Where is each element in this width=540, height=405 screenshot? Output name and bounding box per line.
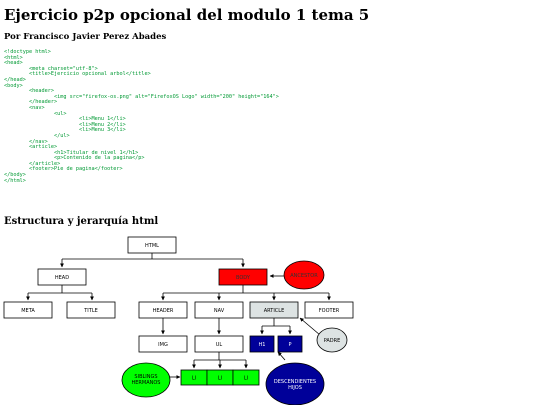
annotation-padre: PADRE <box>316 327 348 353</box>
node-footer: FOOTER <box>304 301 354 319</box>
node-ul: UL <box>194 335 244 353</box>
annotation-ancestor: ANCESTOR <box>283 260 325 290</box>
node-head: HEAD <box>37 268 87 286</box>
padre-label: PADRE <box>324 338 341 344</box>
hijos-label: HIJOS <box>288 385 302 391</box>
node-html: HTML <box>127 236 177 254</box>
node-article: ARTICLE <box>249 301 299 319</box>
node-li-1-label: LI <box>192 376 196 382</box>
node-title: TITLE <box>66 301 116 319</box>
code-line: <header> <box>4 88 54 95</box>
descendientes-label: DESCENDIENTES <box>274 379 316 385</box>
node-li-2: LI <box>206 369 234 386</box>
ancestor-label: ANCESTOR <box>290 273 318 279</box>
code-line: <meta charset="utf-8"> <box>4 65 98 72</box>
code-line: <title>Ejercicio opcional arbol</title> <box>4 71 151 78</box>
code-line: </html> <box>4 177 26 184</box>
node-body-label: BODY <box>236 275 251 281</box>
node-h1: H1 <box>249 335 275 353</box>
node-ul-label: UL <box>216 342 223 348</box>
node-p: P <box>277 335 303 353</box>
annotation-siblings: SIBLINGS HERMANOS <box>121 362 171 398</box>
code-line: <nav> <box>4 104 45 111</box>
code-line: </article> <box>4 160 61 167</box>
node-li-3-label: LI <box>244 376 248 382</box>
node-meta-label: META <box>21 308 35 314</box>
node-h1-label: H1 <box>259 342 266 348</box>
page-title: Ejercicio p2p opcional del modulo 1 tema… <box>4 6 370 24</box>
node-header-label: HEADER <box>153 308 174 314</box>
siblings-label: SIBLINGS <box>134 374 157 380</box>
code-line: <ul> <box>4 110 67 117</box>
code-line: </body> <box>4 172 26 179</box>
code-line: <li>Menu 1</li> <box>4 116 126 123</box>
code-line: <html> <box>4 54 23 61</box>
code-line: <head> <box>4 60 23 67</box>
code-line: </ul> <box>4 132 70 139</box>
node-body: BODY <box>218 268 268 286</box>
code-line: </header> <box>4 99 58 106</box>
node-nav: NAV <box>194 301 244 319</box>
code-line: <article> <box>4 144 58 151</box>
code-line: <img src="firefox-os.png" alt="FirefoxOS… <box>4 93 279 100</box>
node-article-label: ARTICLE <box>264 308 285 314</box>
node-p-label: P <box>288 342 291 348</box>
code-line: <p>Contenido de la pagina</p> <box>4 155 145 162</box>
node-head-label: HEAD <box>55 275 69 281</box>
code-line: <footer>Pie de pagina</footer> <box>4 166 123 173</box>
author-byline: Por Francisco Javier Perez Abades <box>4 32 167 42</box>
code-line: <h1>Titular de nivel 1</h1> <box>4 149 139 156</box>
node-footer-label: FOOTER <box>319 308 340 314</box>
node-li-2-label: LI <box>218 376 222 382</box>
node-header: HEADER <box>138 301 188 319</box>
code-block: <!doctype html><html><head> <meta charse… <box>4 49 279 184</box>
node-meta: META <box>3 301 53 319</box>
node-title-label: TITLE <box>83 308 98 314</box>
code-line: <body> <box>4 82 23 89</box>
node-img: IMG <box>138 335 188 353</box>
code-line: </nav> <box>4 138 48 145</box>
section-title: Estructura y jerarquía html <box>4 216 159 227</box>
code-line: <li>Menu 2</li> <box>4 121 126 128</box>
node-nav-label: NAV <box>214 308 225 314</box>
code-line: <li>Menu 3</li> <box>4 127 126 134</box>
hermanos-label: HERMANOS <box>132 380 161 386</box>
html-tree-diagram: HTML HEAD BODY META TITLE HEADER NAV ART… <box>3 236 354 405</box>
node-html-label: HTML <box>145 243 159 249</box>
annotation-descendants: DESCENDIENTES HIJOS <box>265 362 325 405</box>
node-img-label: IMG <box>158 342 168 348</box>
code-line: <!doctype html> <box>4 49 51 55</box>
code-line: </head> <box>4 76 26 83</box>
node-li-3: LI <box>232 369 260 386</box>
node-li-1: LI <box>180 369 208 386</box>
